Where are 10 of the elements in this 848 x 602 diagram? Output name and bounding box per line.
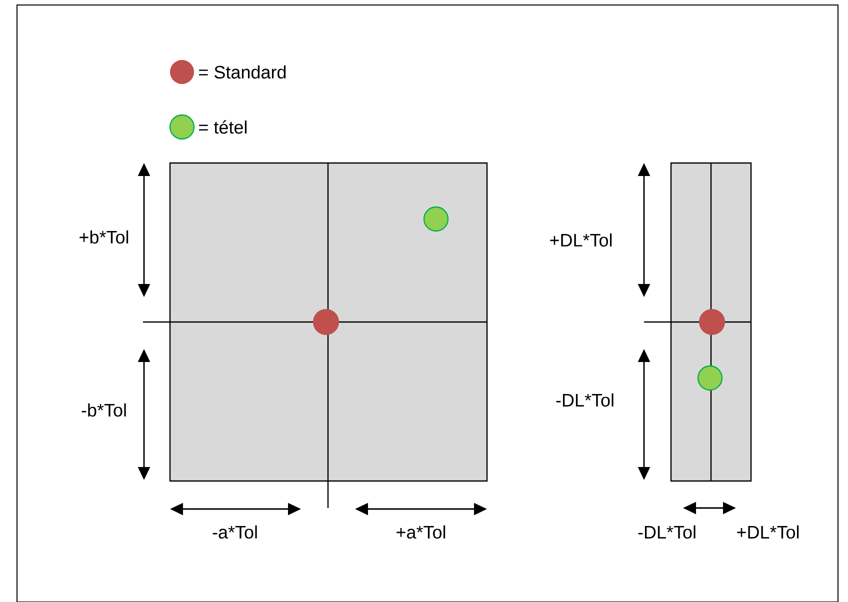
dimension-label: +DL*Tol <box>550 233 612 247</box>
dimension-label: -a*Tol <box>212 525 257 539</box>
legend-label: = tétel <box>199 120 247 134</box>
legend-label: = Standard <box>199 65 286 79</box>
dimension-label: +a*Tol <box>396 525 446 539</box>
dimension-label: -b*Tol <box>82 403 126 417</box>
dimension-label: -DL*Tol <box>638 525 696 539</box>
dimension-label: +DL*Tol <box>737 525 799 539</box>
dimension-label: -DL*Tol <box>556 393 614 407</box>
dimension-label: +b*Tol <box>80 230 128 244</box>
